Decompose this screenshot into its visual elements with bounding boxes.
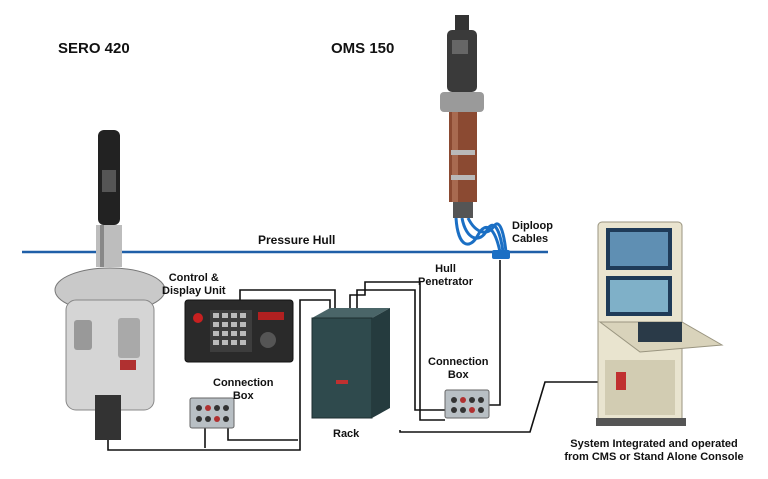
- connection-box-left-line1: Connection: [213, 377, 274, 389]
- sero-420-mast: [54, 130, 166, 440]
- system-integrated-label: System Integrated and operated from CMS …: [548, 438, 760, 464]
- diploop-cables: [454, 217, 508, 253]
- pressure-hull-label: Pressure Hull: [258, 233, 336, 247]
- system-integrated-line1: System Integrated and operated: [570, 438, 738, 450]
- hull-penetrator-line1: Hull: [435, 263, 456, 275]
- oms-150-label: OMS 150: [331, 40, 395, 57]
- connection-box-left-line2: Box: [232, 390, 254, 402]
- control-display-label: Control & Display Unit: [162, 272, 226, 298]
- console-station: [596, 221, 724, 426]
- hull-penetrator-line2: Penetrator: [418, 276, 474, 288]
- control-display-line2: Display Unit: [162, 285, 226, 297]
- connection-box-left: [189, 397, 235, 429]
- diploop-label-line2: Cables: [512, 233, 549, 245]
- sero-420-label: SERO 420: [58, 40, 130, 57]
- connection-box-right-line1: Connection: [428, 356, 489, 368]
- oms-150-mast: [440, 15, 484, 218]
- rack-cabinet: [311, 308, 390, 419]
- control-display-unit: [184, 299, 294, 363]
- control-display-line1: Control &: [168, 272, 219, 284]
- system-integrated-line2: from CMS or Stand Alone Console: [564, 451, 744, 463]
- connection-box-right-line2: Box: [447, 369, 469, 381]
- system-cables: [107, 260, 605, 451]
- connection-box-left-label: Connection Box: [213, 377, 274, 403]
- connection-box-right: [444, 389, 490, 419]
- rack-label: Rack: [333, 428, 360, 440]
- connection-box-right-label: Connection Box: [428, 356, 489, 382]
- diploop-cables-label: Diploop Cables: [512, 220, 553, 246]
- diploop-label-line1: Diploop: [512, 220, 553, 232]
- hull-penetrator-label: Hull Penetrator: [418, 263, 473, 289]
- hull-penetrator-connector: [492, 250, 510, 259]
